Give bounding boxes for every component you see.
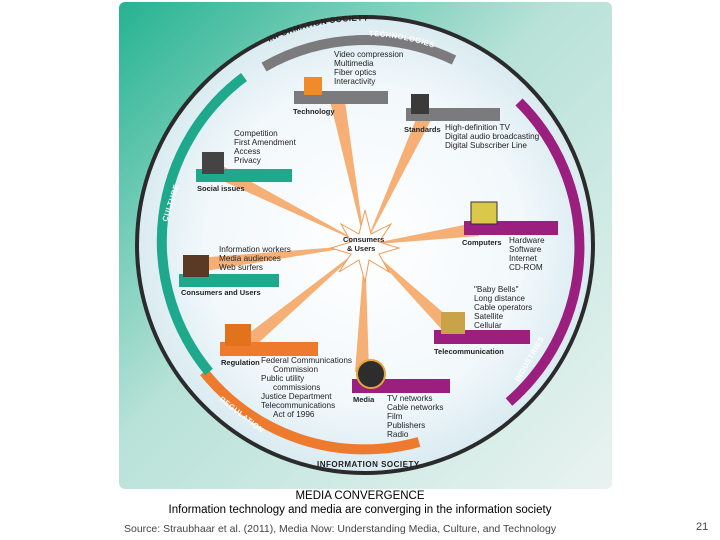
regulation-icon <box>225 324 251 346</box>
svg-text:Radio: Radio <box>387 430 409 439</box>
svg-text:Digital Subscriber Line: Digital Subscriber Line <box>445 141 527 150</box>
svg-text:Cellular: Cellular <box>474 321 502 330</box>
svg-text:Interactivity: Interactivity <box>334 77 376 86</box>
page-number: 21 <box>696 521 709 533</box>
svg-text:Justice Department: Justice Department <box>261 392 332 401</box>
svg-text:"Baby Bells": "Baby Bells" <box>474 285 519 294</box>
standards-icon <box>411 94 429 114</box>
technologies-arc <box>261 35 457 72</box>
technology-icon <box>304 77 322 95</box>
svg-text:commissions: commissions <box>273 383 320 392</box>
svg-text:High-definition TV: High-definition TV <box>445 123 510 132</box>
svg-text:Regulation: Regulation <box>221 358 260 367</box>
computers-icon <box>470 201 498 225</box>
svg-text:Social issues: Social issues <box>197 184 245 193</box>
svg-text:Public utility: Public utility <box>261 374 305 383</box>
svg-text:Act of 1996: Act of 1996 <box>273 410 315 419</box>
svg-text:Cable networks: Cable networks <box>387 403 443 412</box>
regulation-arc <box>200 368 421 455</box>
svg-text:Publishers: Publishers <box>387 421 425 430</box>
svg-text:Media audiences: Media audiences <box>219 254 281 263</box>
svg-text:Web surfers: Web surfers <box>219 263 263 272</box>
svg-text:Technology: Technology <box>293 107 335 116</box>
svg-text:Federal Communications: Federal Communications <box>261 356 352 365</box>
node-consumers: Information workers Media audiences Web … <box>179 245 291 297</box>
node-computers: Computers Hardware Software Internet CD-… <box>462 201 558 272</box>
media-convergence-diagram: INFORMATION SOCIETY INFORMATION SOCIETY … <box>119 2 612 489</box>
outer-ring <box>135 15 595 475</box>
svg-text:Cable operators: Cable operators <box>474 303 532 312</box>
svg-text:Consumers and Users: Consumers and Users <box>181 288 261 297</box>
svg-text:Video compression: Video compression <box>334 50 404 59</box>
node-standards: Standards High-definition TV Digital aud… <box>404 94 540 150</box>
svg-text:Access: Access <box>234 147 260 156</box>
media-icon <box>356 359 386 389</box>
svg-text:Long distance: Long distance <box>474 294 525 303</box>
svg-text:Internet: Internet <box>509 254 537 263</box>
svg-text:TV networks: TV networks <box>387 394 433 403</box>
svg-text:Media: Media <box>353 395 375 404</box>
svg-text:Standards: Standards <box>404 125 441 134</box>
svg-text:Satellite: Satellite <box>474 312 504 321</box>
outer-bottom-label: INFORMATION SOCIETY <box>317 460 420 469</box>
svg-text:Privacy: Privacy <box>234 156 262 165</box>
svg-text:Computers: Computers <box>462 238 502 247</box>
caption-source: Source: Straubhaar et al. (2011), Media … <box>124 523 557 535</box>
node-telecom: "Baby Bells" Long distance Cable operato… <box>434 285 532 356</box>
svg-text:Information workers: Information workers <box>219 245 291 254</box>
caption-subtitle: Information technology and media are con… <box>168 504 552 516</box>
svg-text:Competition: Competition <box>234 129 278 138</box>
center-star <box>329 209 401 283</box>
svg-text:Hardware: Hardware <box>509 236 545 245</box>
svg-text:Commission: Commission <box>273 365 318 374</box>
consumers-icon <box>183 255 209 277</box>
svg-text:Telecommunications: Telecommunications <box>261 401 335 410</box>
svg-text:CD-ROM: CD-ROM <box>509 263 543 272</box>
industries-arc <box>505 98 585 406</box>
telecom-icon <box>441 312 465 334</box>
svg-text:Film: Film <box>387 412 403 421</box>
node-media: Media TV networks Cable networks Film Pu… <box>352 359 450 439</box>
social-issues-icon <box>202 152 224 174</box>
svg-text:Digital audio broadcasting: Digital audio broadcasting <box>445 132 540 141</box>
node-regulation: Regulation Federal Communications Commis… <box>220 324 352 419</box>
node-social-issues: Competition First Amendment Access Priva… <box>196 129 297 193</box>
node-technology: Video compression Multimedia Fiber optic… <box>293 50 404 116</box>
center-label-2: & Users <box>347 244 375 253</box>
svg-text:Telecommunication: Telecommunication <box>434 347 504 356</box>
svg-text:Software: Software <box>509 245 542 254</box>
svg-text:Multimedia: Multimedia <box>334 59 374 68</box>
caption-title: MEDIA CONVERGENCE <box>295 490 425 502</box>
svg-text:First Amendment: First Amendment <box>234 138 297 147</box>
star-rays <box>197 94 479 372</box>
center-label-1: Consumers <box>343 235 384 244</box>
svg-text:Fiber optics: Fiber optics <box>334 68 376 77</box>
culture-arc <box>156 72 247 376</box>
